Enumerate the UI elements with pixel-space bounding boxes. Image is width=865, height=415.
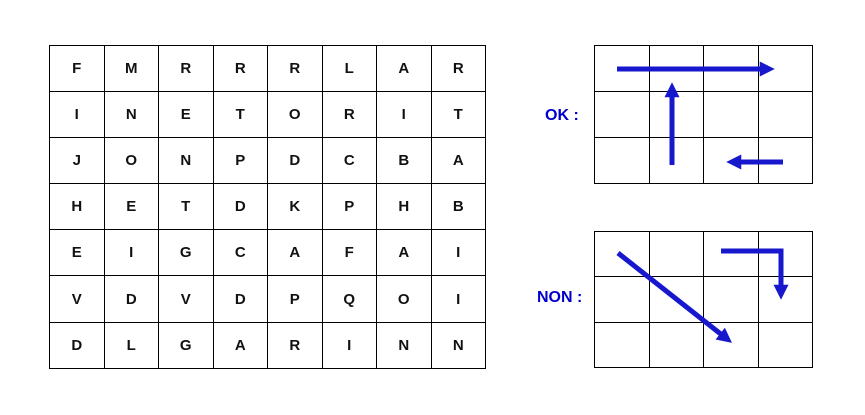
letter-cell: N: [431, 322, 486, 369]
direction-grid-cell: [758, 232, 813, 278]
letter-cell: O: [104, 138, 159, 185]
direction-grid-cell: [704, 277, 759, 323]
letter-cell: C: [322, 138, 377, 185]
direction-grid-cell: [758, 277, 813, 323]
letter-cell: L: [322, 46, 377, 93]
letter-cell: R: [213, 46, 268, 93]
letter-cell: E: [104, 184, 159, 231]
direction-grid-cell: [704, 46, 759, 92]
letter-cell: E: [50, 230, 105, 277]
direction-grid-cell: [649, 322, 704, 369]
letter-cell: I: [322, 322, 377, 369]
letter-cell: P: [322, 184, 377, 231]
letter-cell: D: [268, 138, 323, 185]
direction-grid-cell: [649, 46, 704, 92]
direction-grid-cell: [704, 232, 759, 278]
direction-grid-cell: [704, 92, 759, 138]
letter-cell: O: [377, 276, 432, 323]
direction-grid-cell: [595, 322, 650, 369]
letter-cell: F: [322, 230, 377, 277]
non-direction-grid: [594, 231, 813, 369]
letter-cell: H: [50, 184, 105, 231]
letter-cell: L: [104, 322, 159, 369]
letter-cell: A: [213, 322, 268, 369]
letter-cell: A: [268, 230, 323, 277]
letter-cell: R: [322, 92, 377, 139]
non-label: NON :: [537, 289, 583, 306]
letter-cell: I: [104, 230, 159, 277]
direction-grid-cell: [758, 138, 813, 184]
letter-cell: D: [104, 276, 159, 323]
direction-grid-cell: [758, 46, 813, 92]
letter-cell: B: [377, 138, 432, 185]
letter-cell: G: [159, 322, 214, 369]
letter-cell: V: [159, 276, 214, 323]
letter-cell: O: [268, 92, 323, 139]
letter-cell: R: [268, 46, 323, 93]
letter-cell: D: [213, 276, 268, 323]
letter-cell: Q: [322, 276, 377, 323]
ok-label: OK :: [545, 107, 579, 124]
letter-cell: F: [50, 46, 105, 93]
letter-cell: A: [377, 46, 432, 93]
letter-cell: I: [50, 92, 105, 139]
letter-cell: I: [431, 230, 486, 277]
letter-cell: K: [268, 184, 323, 231]
letter-cell: C: [213, 230, 268, 277]
letter-cell: R: [268, 322, 323, 369]
direction-grid-cell: [758, 92, 813, 138]
direction-grid-cell: [595, 46, 650, 92]
letter-cell: N: [377, 322, 432, 369]
letter-cell: I: [431, 276, 486, 323]
letter-cell: G: [159, 230, 214, 277]
direction-grid-cell: [595, 92, 650, 138]
letter-cell: T: [159, 184, 214, 231]
direction-grid-cell: [649, 232, 704, 278]
letter-cell: A: [431, 138, 486, 185]
letter-cell: I: [377, 92, 432, 139]
direction-grid-cell: [704, 138, 759, 184]
letter-cell: M: [104, 46, 159, 93]
letter-cell: D: [213, 184, 268, 231]
letter-cell: D: [50, 322, 105, 369]
letter-cell: E: [159, 92, 214, 139]
letter-cell: T: [213, 92, 268, 139]
letter-cell: T: [431, 92, 486, 139]
letter-cell: J: [50, 138, 105, 185]
direction-grid-cell: [758, 322, 813, 369]
direction-grid-cell: [704, 322, 759, 369]
direction-grid-cell: [595, 138, 650, 184]
ok-direction-grid: [594, 45, 813, 184]
letter-cell: N: [159, 138, 214, 185]
letter-cell: P: [213, 138, 268, 185]
direction-grid-cell: [649, 138, 704, 184]
letter-cell: R: [159, 46, 214, 93]
letter-cell: V: [50, 276, 105, 323]
letter-cell: H: [377, 184, 432, 231]
letter-cell: B: [431, 184, 486, 231]
direction-grid-cell: [649, 277, 704, 323]
letter-cell: N: [104, 92, 159, 139]
letter-cell: A: [377, 230, 432, 277]
direction-grid-cell: [595, 277, 650, 323]
direction-grid-cell: [649, 92, 704, 138]
direction-grid-cell: [595, 232, 650, 278]
letter-cell: P: [268, 276, 323, 323]
letter-cell: R: [431, 46, 486, 93]
